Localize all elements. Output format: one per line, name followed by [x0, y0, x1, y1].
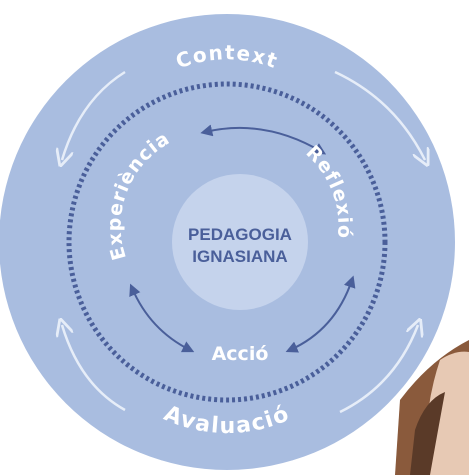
- outer-arrow-bottom-left: [62, 325, 126, 412]
- label-accio: Acció: [212, 343, 269, 365]
- outer-arrow-top-left: [62, 70, 126, 160]
- outer-arrow-top-right: [334, 70, 425, 160]
- person-photo: [395, 340, 469, 475]
- cycle-arrow-right: [285, 275, 356, 353]
- cycle-arrow-left: [129, 283, 195, 353]
- center-circle: [172, 174, 308, 310]
- cycle-arrow-top: [200, 124, 327, 155]
- center-label-line2: IGNASIANA: [192, 247, 287, 266]
- outer-arrow-bottom-right: [339, 325, 418, 414]
- center-label-line1: PEDAGOGIA: [188, 225, 292, 244]
- dotted-ring: [66, 81, 388, 403]
